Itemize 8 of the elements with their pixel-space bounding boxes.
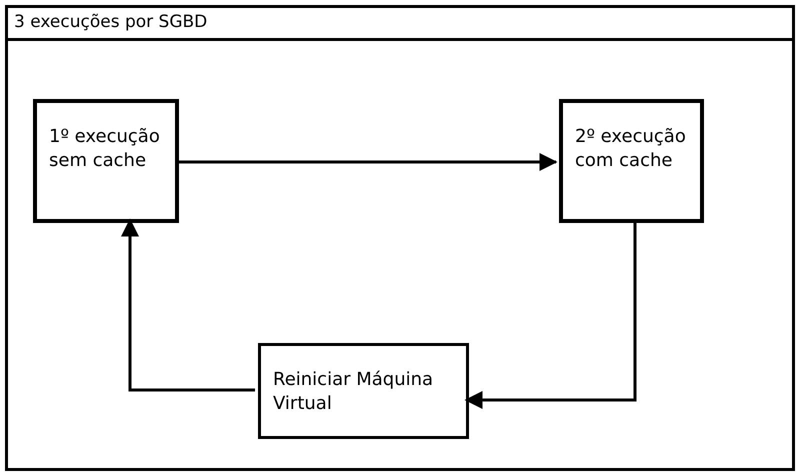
frame bbox=[5, 5, 795, 471]
process-box: 2º execução com cache bbox=[559, 99, 704, 223]
arrow bbox=[121, 218, 255, 392]
process-box: Reiniciar Máquina Virtual bbox=[258, 343, 469, 439]
arrow bbox=[464, 220, 636, 409]
arrow bbox=[176, 153, 558, 171]
frame-title: 3 execuções por SGBD bbox=[14, 11, 208, 34]
process-box: 1º execução sem cache bbox=[33, 99, 179, 223]
